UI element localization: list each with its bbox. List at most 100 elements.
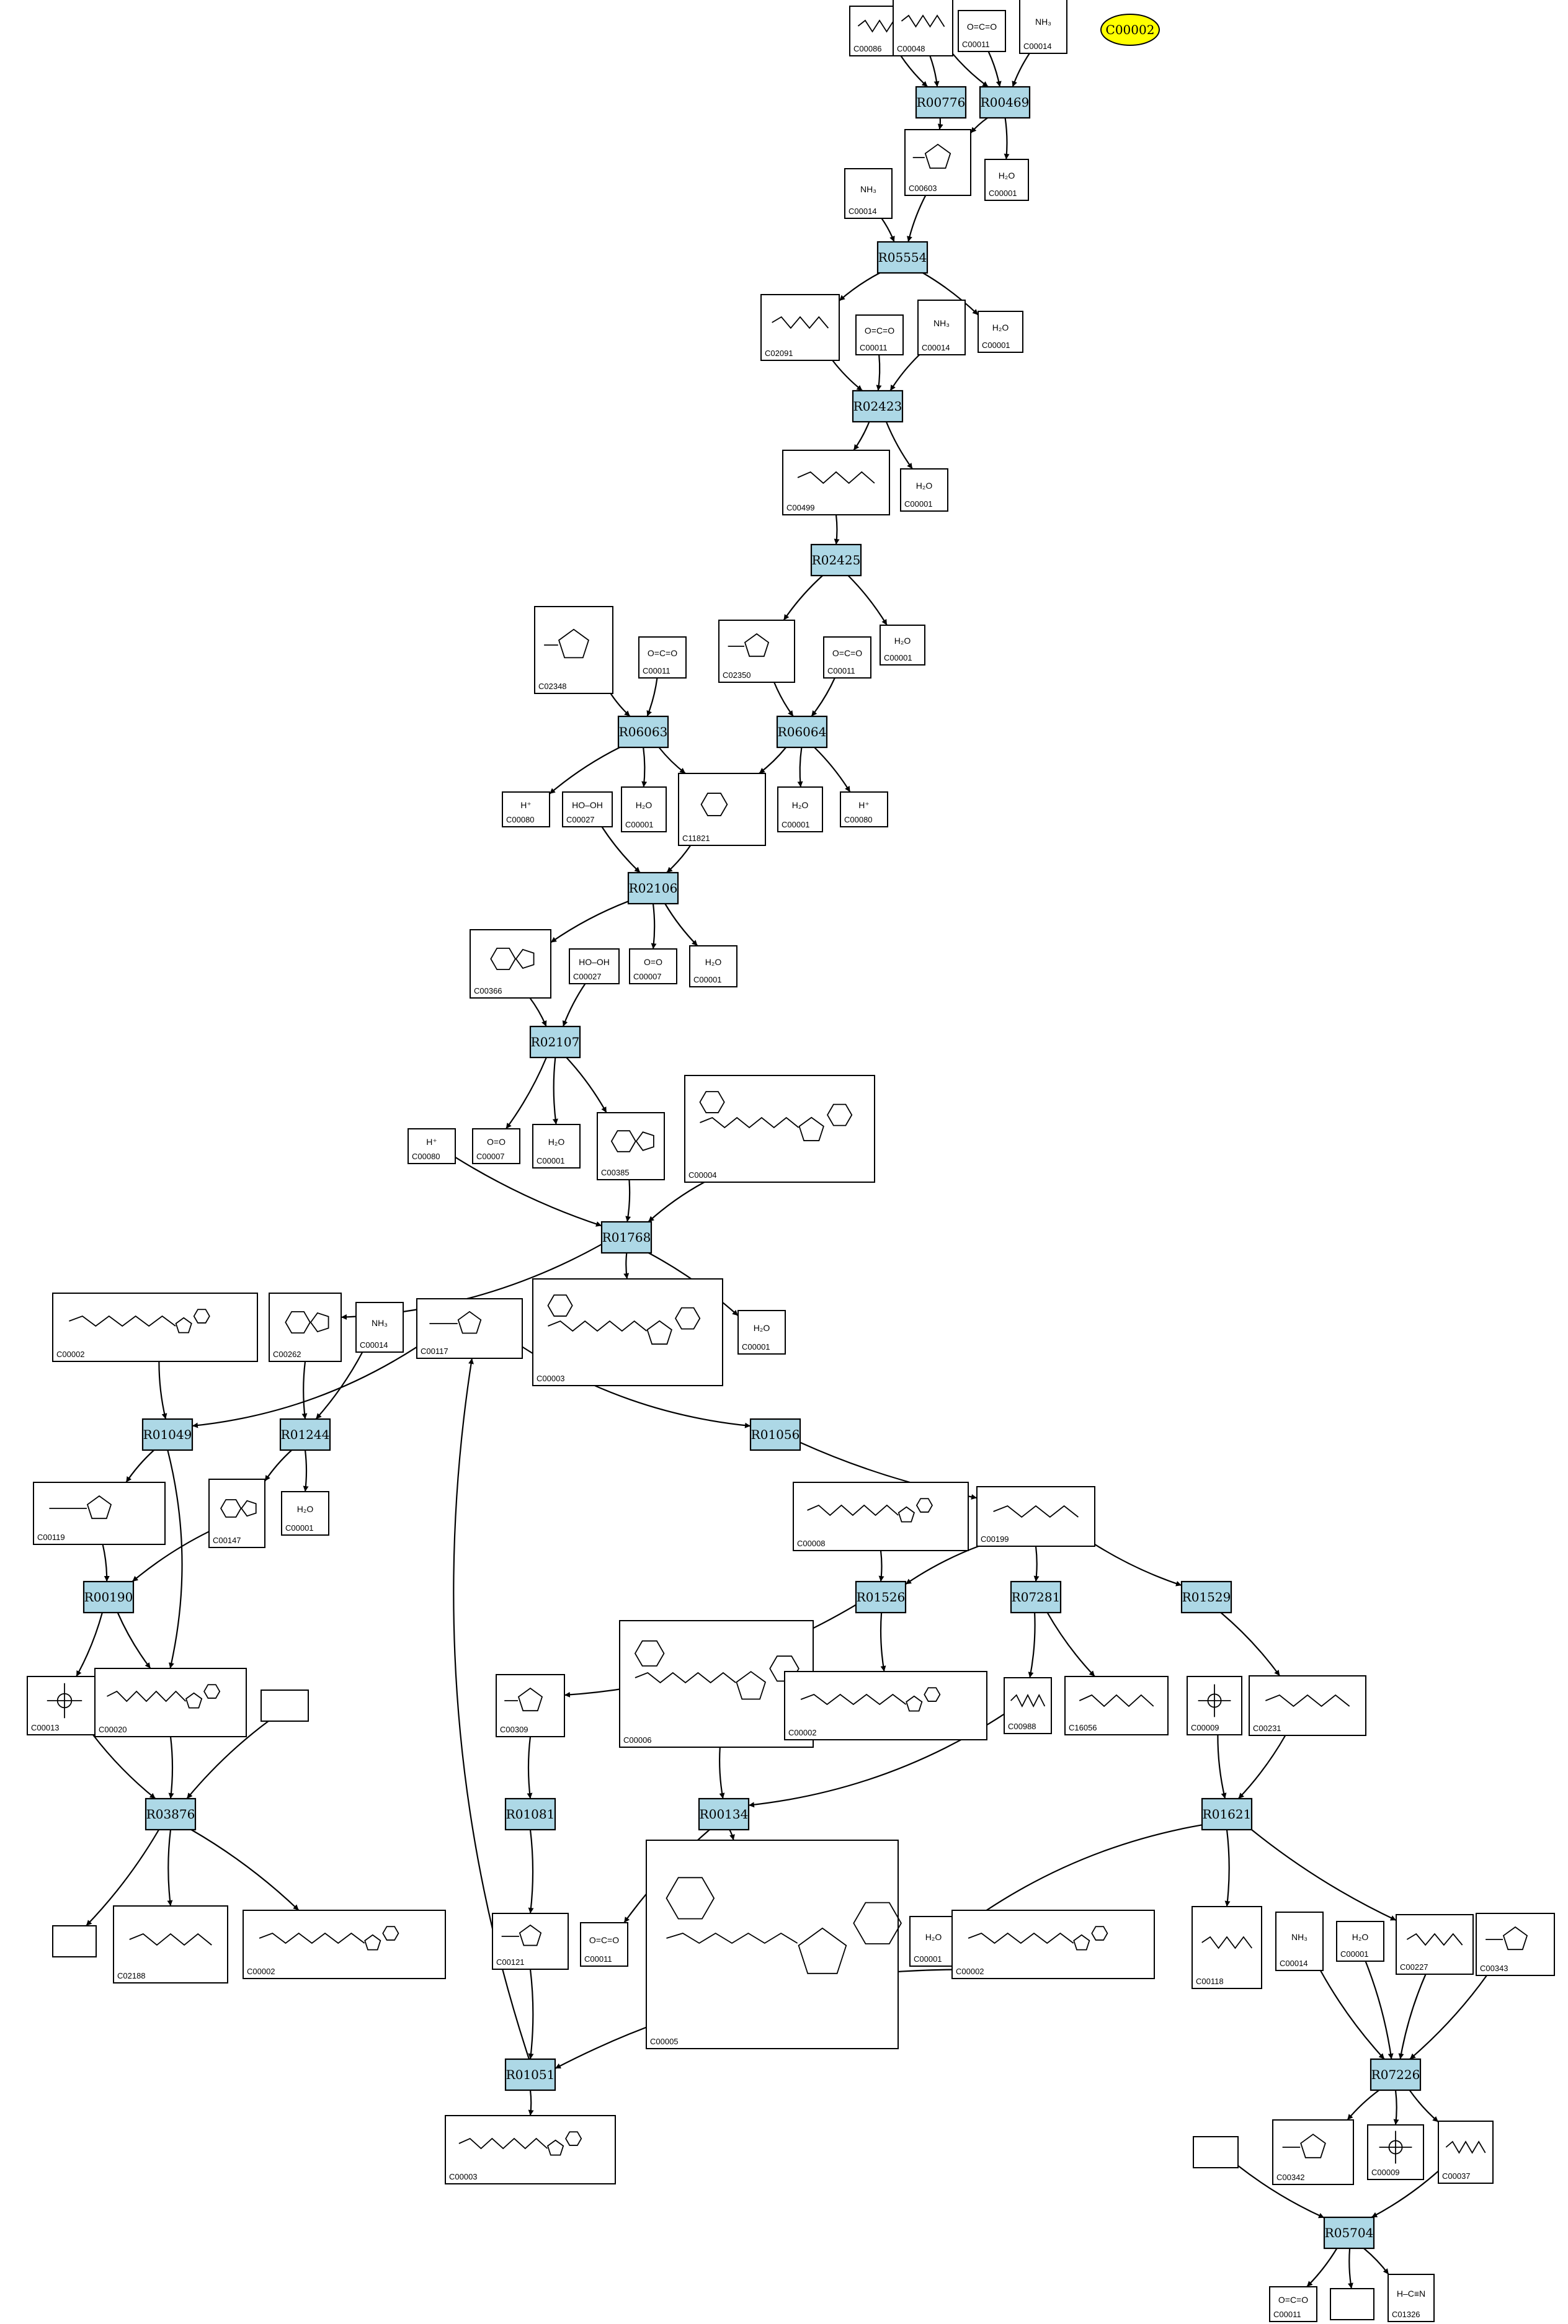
compound-box[interactable]	[492, 1913, 569, 1970]
compound-box[interactable]	[904, 129, 971, 196]
compound-node[interactable]: C00009	[1367, 2124, 1424, 2180]
compound-box[interactable]	[621, 786, 667, 832]
compound-box[interactable]	[1275, 1912, 1324, 1971]
reaction-node[interactable]: R01768	[600, 1221, 653, 1254]
compound-node[interactable]: H⁺C00080	[502, 791, 550, 827]
compound-box[interactable]	[684, 1075, 875, 1183]
compound-box[interactable]	[562, 791, 613, 827]
compound-box[interactable]	[976, 1486, 1095, 1547]
compound-node[interactable]: C00499	[782, 450, 890, 515]
compound-node[interactable]: C00002	[784, 1671, 987, 1740]
reaction-node[interactable]: R02423	[852, 390, 904, 423]
reaction-node[interactable]: R07226	[1370, 2058, 1422, 2091]
compound-node[interactable]: C00342	[1272, 2119, 1354, 2185]
compound-node[interactable]: C00366	[470, 929, 551, 999]
compound-box[interactable]	[416, 1298, 523, 1359]
compound-box[interactable]	[94, 1668, 247, 1737]
reaction-box[interactable]	[810, 543, 862, 577]
compound-node[interactable]: C00121	[492, 1913, 569, 1970]
compound-box[interactable]	[243, 1910, 446, 1979]
compound-node[interactable]: C00385	[597, 1112, 665, 1180]
compound-node[interactable]: C00003	[445, 2115, 616, 2184]
highlight-ellipse[interactable]	[1100, 14, 1160, 46]
compound-node[interactable]	[1193, 2136, 1239, 2168]
reaction-box[interactable]	[776, 715, 828, 749]
compound-box[interactable]	[984, 159, 1029, 201]
compound-node[interactable]: C16056	[1064, 1676, 1169, 1735]
compound-node[interactable]	[261, 1690, 309, 1722]
reaction-box[interactable]	[852, 390, 904, 423]
compound-node[interactable]: H⁺C00080	[840, 791, 888, 827]
reaction-node[interactable]: R01529	[1180, 1580, 1232, 1614]
compound-box[interactable]	[917, 300, 966, 355]
reaction-box[interactable]	[915, 86, 967, 119]
reaction-node[interactable]: R01621	[1201, 1797, 1253, 1831]
compound-node[interactable]	[1330, 2288, 1374, 2320]
compound-box[interactable]	[1019, 0, 1067, 54]
compound-node[interactable]: C00002	[52, 1293, 258, 1362]
compound-box[interactable]	[1064, 1676, 1169, 1735]
reaction-node[interactable]: R01244	[279, 1418, 331, 1451]
compound-box[interactable]	[900, 468, 948, 512]
reaction-box[interactable]	[1323, 2216, 1375, 2250]
compound-box[interactable]	[951, 1910, 1155, 1979]
reaction-box[interactable]	[617, 715, 669, 749]
compound-node[interactable]: C00227	[1396, 1914, 1474, 1975]
compound-box[interactable]	[580, 1922, 628, 1967]
compound-box[interactable]	[1004, 1677, 1052, 1734]
compound-node[interactable]: C00147	[208, 1479, 265, 1548]
compound-box[interactable]	[470, 929, 551, 999]
reaction-node[interactable]: R07281	[1010, 1580, 1062, 1614]
compound-box[interactable]	[472, 1128, 520, 1164]
compound-box[interactable]	[689, 945, 737, 987]
compound-box[interactable]	[638, 636, 687, 679]
compound-node[interactable]: C00008	[793, 1482, 969, 1551]
compound-box[interactable]	[840, 791, 888, 827]
reaction-node[interactable]: R02107	[529, 1025, 581, 1059]
reaction-box[interactable]	[979, 86, 1031, 119]
compound-box[interactable]	[569, 948, 620, 984]
reaction-node[interactable]: R00134	[698, 1797, 750, 1831]
compound-node[interactable]: C00004	[684, 1075, 875, 1183]
reaction-node[interactable]: R00190	[82, 1580, 135, 1614]
compound-node[interactable]: C00262	[269, 1293, 342, 1362]
compound-box[interactable]	[760, 294, 840, 361]
reaction-node[interactable]: R01526	[855, 1580, 907, 1614]
compound-box[interactable]	[629, 948, 677, 984]
reaction-node[interactable]: R02106	[627, 871, 679, 905]
compound-node[interactable]: C02091	[760, 294, 840, 361]
compound-box[interactable]	[1438, 2121, 1494, 2184]
compound-box[interactable]	[1336, 1921, 1384, 1962]
compound-box[interactable]	[496, 1674, 565, 1737]
compound-box[interactable]	[1269, 2286, 1317, 2322]
reaction-node[interactable]: R01056	[749, 1418, 801, 1451]
compound-box[interactable]	[893, 0, 953, 56]
reaction-node[interactable]: R00469	[979, 86, 1031, 119]
reaction-box[interactable]	[504, 2058, 556, 2091]
compound-box[interactable]	[532, 1278, 723, 1386]
compound-box[interactable]	[823, 636, 871, 679]
compound-box[interactable]	[619, 1620, 814, 1748]
compound-box[interactable]	[1249, 1675, 1366, 1736]
compound-node[interactable]: C00343	[1476, 1913, 1555, 1976]
compound-node[interactable]: C00020	[94, 1668, 247, 1737]
compound-node[interactable]: H⁺C00080	[408, 1128, 456, 1164]
compound-box[interactable]	[855, 314, 904, 355]
compound-box[interactable]	[52, 1925, 97, 1957]
compound-node[interactable]: C00013	[27, 1676, 102, 1735]
compound-box[interactable]	[784, 1671, 987, 1740]
